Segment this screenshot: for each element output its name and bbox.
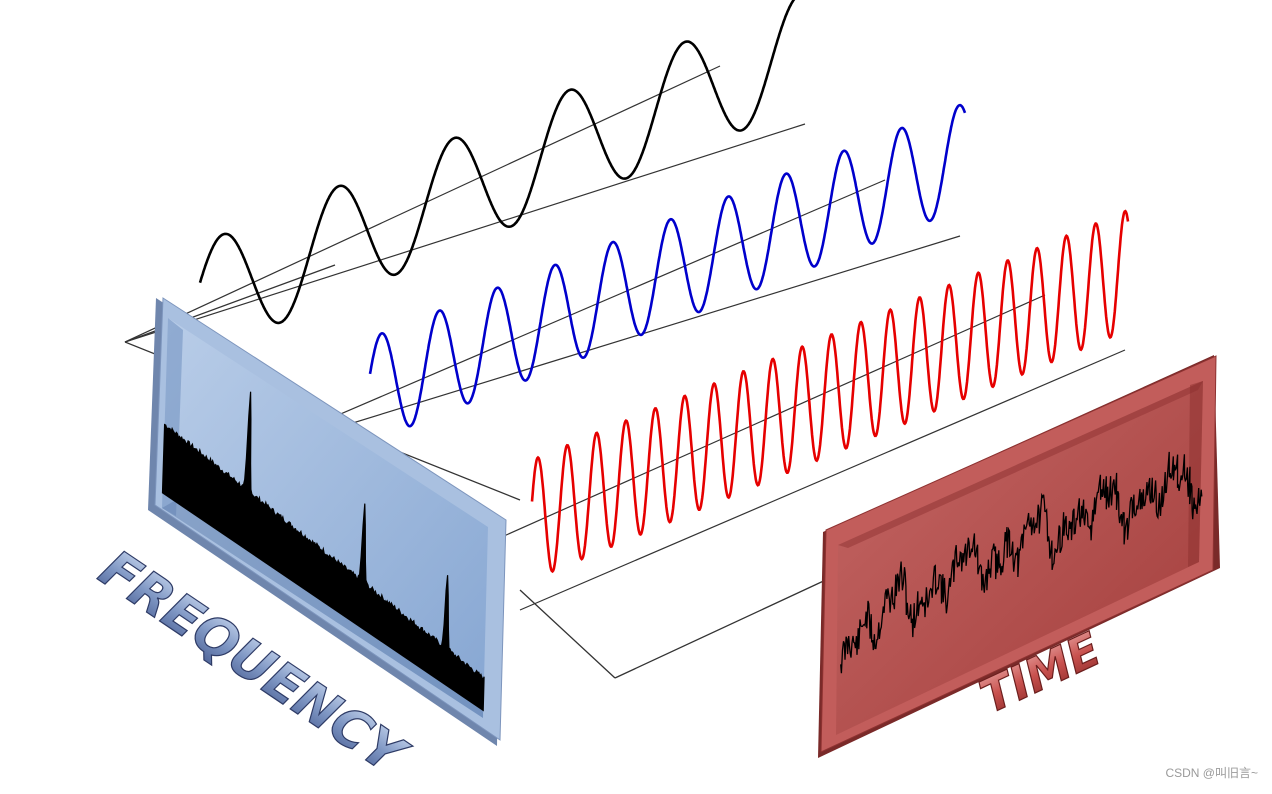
wave-axis-line [449, 294, 1046, 561]
sine-wave-3 [530, 209, 1130, 574]
wave-baseline [519, 349, 1126, 611]
frequency-spectrum [161, 391, 485, 712]
time-signal [840, 451, 1203, 674]
wave-baseline [124, 123, 806, 343]
time-panel [818, 355, 1220, 758]
wave-axis-line [279, 179, 886, 441]
watermark: CSDN @叫旧言~ [1165, 766, 1258, 780]
wave-baseline [329, 235, 961, 431]
sine-wave-2 [368, 103, 967, 428]
frequency-panel [148, 297, 507, 746]
sine-waves [124, 0, 1130, 611]
wave-axis-line [124, 65, 721, 343]
sine-wave-1 [198, 0, 796, 325]
